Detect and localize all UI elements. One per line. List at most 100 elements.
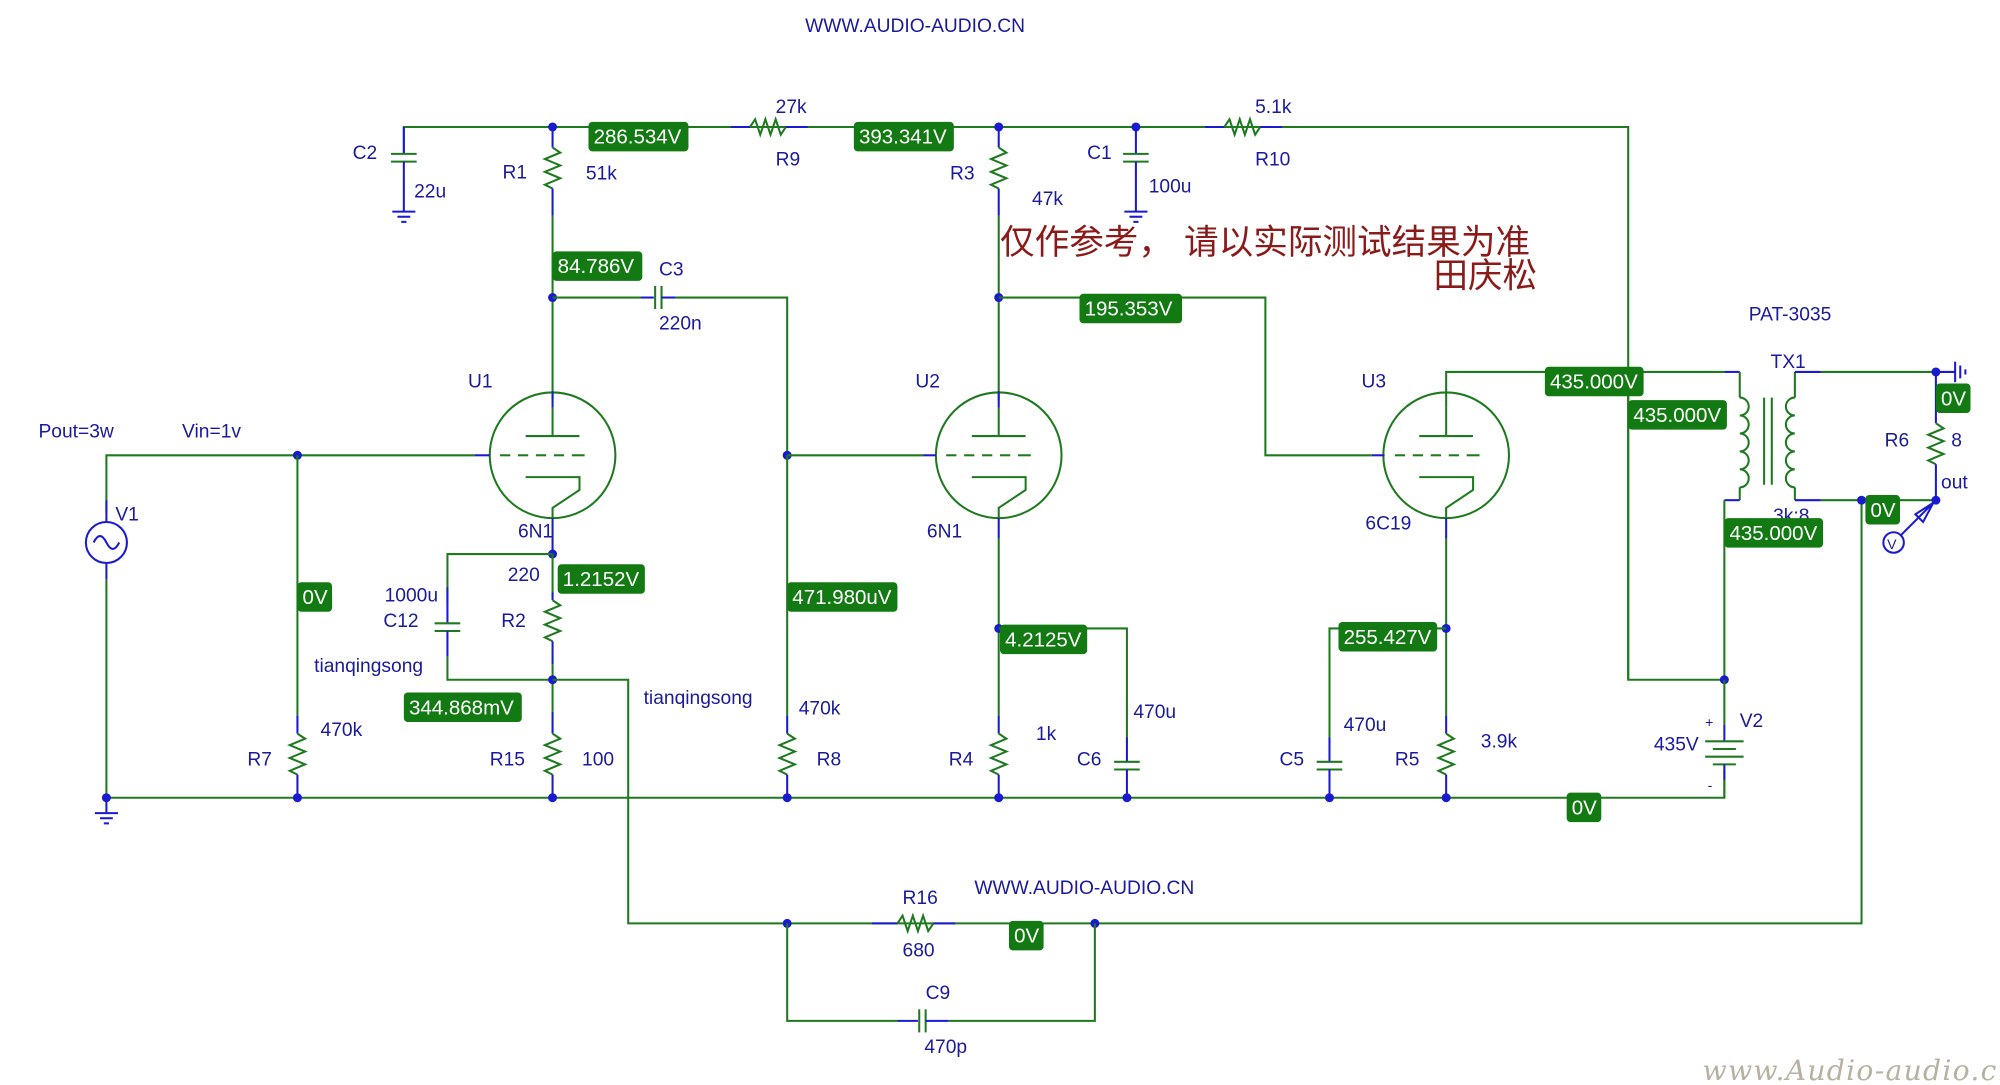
r4-value: 1k xyxy=(1036,724,1057,745)
v2-plus: + xyxy=(1705,714,1713,730)
r15-name: R15 xyxy=(490,750,525,771)
svg-text:435.000V: 435.000V xyxy=(1550,371,1638,394)
c5-value: 470u xyxy=(1344,715,1387,736)
resistor-r7 xyxy=(287,455,308,798)
resistor-r3 xyxy=(988,126,1010,401)
output-node-label: out xyxy=(1941,473,1968,494)
c3-name: C3 xyxy=(659,260,684,281)
author-cn: 田庆松 xyxy=(1433,256,1537,296)
svg-text:255.427V: 255.427V xyxy=(1344,626,1432,649)
junction-node xyxy=(994,793,1004,803)
svg-text:286.534V: 286.534V xyxy=(594,126,682,149)
u1-type: 6N1 xyxy=(518,521,553,542)
capacitor-c1 xyxy=(1123,126,1149,223)
r5-value: 3.9k xyxy=(1481,732,1518,753)
vin-note: Vin=1v xyxy=(182,421,241,442)
junction-node xyxy=(1325,793,1334,803)
triode-u1 xyxy=(474,391,617,555)
r7-value: 470k xyxy=(321,720,363,741)
c3-value: 220n xyxy=(659,314,702,335)
resistor-r16 xyxy=(871,912,956,935)
r8-name: R8 xyxy=(817,750,842,771)
junction-node xyxy=(1441,793,1451,803)
junction-node xyxy=(1857,495,1867,505)
v2-minus: - xyxy=(1708,777,1713,793)
c12-value: 1000u xyxy=(385,585,438,606)
c2-value: 22u xyxy=(414,182,446,203)
r8-value: 470k xyxy=(799,698,841,719)
voltage-tag-b-plus-2: 393.341V xyxy=(853,121,954,152)
voltage-tag-fb-node: 344.868mV xyxy=(403,692,522,723)
r10-value: 5.1k xyxy=(1255,97,1292,118)
voltage-tag-input: 0V xyxy=(297,582,333,612)
capacitor-c9 xyxy=(786,923,1096,1033)
site-header: WWW.AUDIO-AUDIO.CN xyxy=(805,16,1025,37)
svg-text:0V: 0V xyxy=(1014,925,1039,948)
capacitor-c2 xyxy=(391,126,417,223)
c12-wire xyxy=(446,553,553,603)
svg-text:0V: 0V xyxy=(1572,796,1597,819)
r16-name: R16 xyxy=(903,888,938,909)
svg-text:0V: 0V xyxy=(303,586,328,609)
r3-value: 47k xyxy=(1032,189,1063,210)
author-label-2: tianqingsong xyxy=(644,688,753,709)
resistor-r10 xyxy=(1205,116,1283,138)
voltage-probe-icon[interactable]: V xyxy=(1882,499,1937,554)
voltage-tag-u3-plate: 435.000V xyxy=(1544,366,1644,397)
c1-value: 100u xyxy=(1149,176,1192,197)
svg-text:V: V xyxy=(1887,536,1897,552)
junction-node xyxy=(292,793,302,803)
svg-text:393.341V: 393.341V xyxy=(859,126,947,149)
c12-name: C12 xyxy=(383,611,418,632)
u2-name: U2 xyxy=(915,371,940,392)
c9-name: C9 xyxy=(926,983,951,1004)
r3-name: R3 xyxy=(950,164,975,185)
svg-text:84.786V: 84.786V xyxy=(558,255,635,278)
r2-name: R2 xyxy=(501,611,526,632)
resistor-r5 xyxy=(1435,715,1457,798)
voltage-tag-u1-plate: 84.786V xyxy=(552,251,643,281)
ac-source-v1 xyxy=(84,500,128,798)
r10-name: R10 xyxy=(1255,149,1290,170)
c5-name: C5 xyxy=(1279,750,1304,771)
resistor-r15 xyxy=(542,711,563,798)
resistor-r8 xyxy=(776,455,798,798)
u2-type: 6N1 xyxy=(927,521,962,542)
junction-node xyxy=(1122,793,1132,803)
u3-name: U3 xyxy=(1362,371,1387,392)
ground-rail xyxy=(106,769,1726,799)
resistor-r4 xyxy=(988,715,1010,798)
voltage-tag-u1-cathode: 1.2152V xyxy=(557,564,645,594)
voltage-tag-spk-top: 0V xyxy=(1935,383,1971,413)
watermark: www.Audio-audio.cn xyxy=(1703,1054,2000,1085)
svg-text:0V: 0V xyxy=(1871,499,1896,522)
voltage-tag-tx-ct: 435.000V xyxy=(1724,518,1824,548)
voltage-tag-u2-grid: 471.980uV xyxy=(787,582,898,612)
r1-value: 51k xyxy=(586,164,617,185)
tx1-name: TX1 xyxy=(1771,352,1806,373)
u2-plate-wire xyxy=(998,296,1372,457)
triode-u2 xyxy=(923,391,1063,716)
voltage-tag-ground: 0V xyxy=(1566,792,1602,823)
r9-name: R9 xyxy=(776,149,801,170)
c2-name: C2 xyxy=(353,143,378,164)
svg-text:435.000V: 435.000V xyxy=(1633,404,1721,427)
r4-name: R4 xyxy=(949,750,974,771)
c6-value: 470u xyxy=(1133,702,1176,723)
r9-value: 27k xyxy=(776,97,807,118)
svg-text:0V: 0V xyxy=(1941,387,1966,410)
svg-text:1.2152V: 1.2152V xyxy=(563,568,640,591)
ground-icon xyxy=(1124,210,1148,223)
c1-name: C1 xyxy=(1087,143,1112,164)
v2-value: 435V xyxy=(1654,734,1699,755)
junction-node xyxy=(782,793,792,803)
capacitor-c5 xyxy=(1316,627,1447,798)
c6-name: C6 xyxy=(1077,750,1102,771)
v2-name: V2 xyxy=(1740,711,1764,732)
r15-value: 100 xyxy=(582,750,614,771)
junction-node xyxy=(548,793,558,803)
r6-name: R6 xyxy=(1885,430,1910,451)
voltage-tag-u2-plate: 195.353V xyxy=(1079,293,1183,324)
tx1-model: PAT-3035 xyxy=(1749,305,1832,326)
